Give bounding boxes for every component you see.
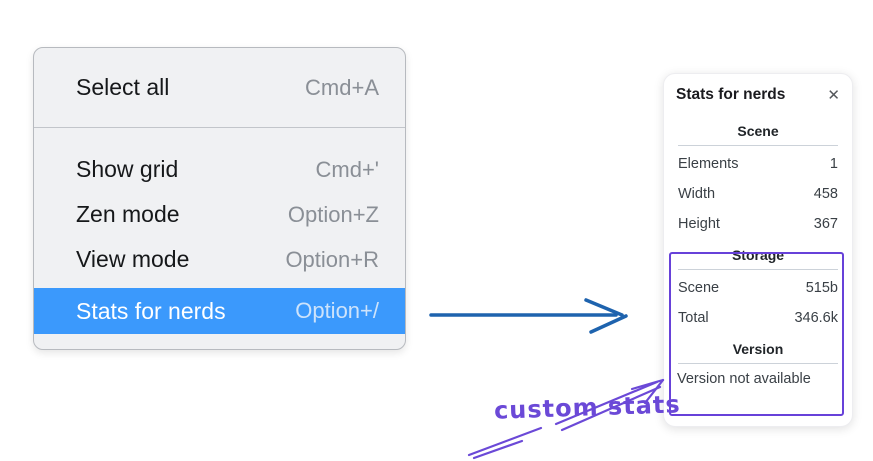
menu-item-shortcut: Cmd+' (315, 156, 380, 182)
version-note: Version not available (677, 371, 811, 387)
flow-arrow (429, 298, 628, 334)
section-divider (678, 145, 838, 146)
menu-item-label: Show grid (76, 156, 179, 182)
stat-label: Scene (678, 280, 720, 296)
menu-item-label: Stats for nerds (76, 297, 226, 324)
stat-value: 458 (813, 186, 838, 202)
menu-item-zen-mode[interactable]: Zen mode Option+Z (34, 192, 405, 237)
menu-item-show-grid[interactable]: Show grid Cmd+' (34, 147, 405, 192)
stat-value: 1 (829, 156, 838, 172)
stat-value: 346.6k (794, 310, 838, 326)
close-icon[interactable]: ✕ (827, 87, 840, 104)
menu-item-shortcut: Option+Z (287, 201, 379, 227)
menu-item-shortcut: Cmd+A (305, 74, 379, 100)
stats-section-storage: Storage Scene 515b Total 346.6k (676, 247, 840, 333)
section-heading: Scene (737, 123, 779, 139)
section-heading: Version (732, 341, 784, 357)
context-menu: Select all Cmd+A Show grid Cmd+' Zen mod… (33, 47, 406, 350)
section-heading: Storage (731, 247, 785, 263)
section-divider (678, 363, 838, 364)
stat-label: Elements (678, 156, 739, 172)
menu-item-stats-for-nerds[interactable]: Stats for nerds Option+/ (34, 288, 405, 334)
menu-item-label: Select all (76, 74, 170, 100)
menu-item-select-all[interactable]: Select all Cmd+A (34, 48, 405, 127)
stat-value: 515b (805, 280, 838, 296)
annotation-label: custom stats (493, 390, 682, 425)
menu-divider (34, 127, 405, 128)
stats-panel: Stats for nerds ✕ Scene Elements 1 Width… (663, 73, 853, 427)
menu-item-label: Zen mode (76, 201, 180, 227)
stat-row-elements: Elements 1 (676, 149, 840, 179)
stat-row-width: Width 458 (676, 179, 840, 209)
menu-group: Show grid Cmd+' Zen mode Option+Z View m… (34, 128, 405, 334)
menu-item-shortcut: Option+/ (295, 298, 379, 323)
stat-row-scene-size: Scene 515b (676, 273, 840, 303)
stat-row-height: Height 367 (676, 209, 840, 239)
stats-section-version: Version Version not available (676, 341, 840, 387)
stat-label: Width (678, 186, 716, 202)
stats-section-scene: Scene Elements 1 Width 458 Height 367 (676, 123, 840, 239)
stat-label: Height (678, 216, 720, 232)
stat-label: Total (678, 310, 709, 326)
section-divider (678, 269, 838, 270)
menu-item-label: View mode (76, 246, 190, 272)
stat-row-total-size: Total 346.6k (676, 303, 840, 333)
stats-panel-header: Stats for nerds ✕ (676, 86, 840, 106)
stat-value: 367 (813, 216, 838, 232)
menu-item-view-mode[interactable]: View mode Option+R (34, 237, 405, 282)
stats-panel-title: Stats for nerds (676, 86, 786, 103)
menu-item-shortcut: Option+R (285, 246, 379, 272)
